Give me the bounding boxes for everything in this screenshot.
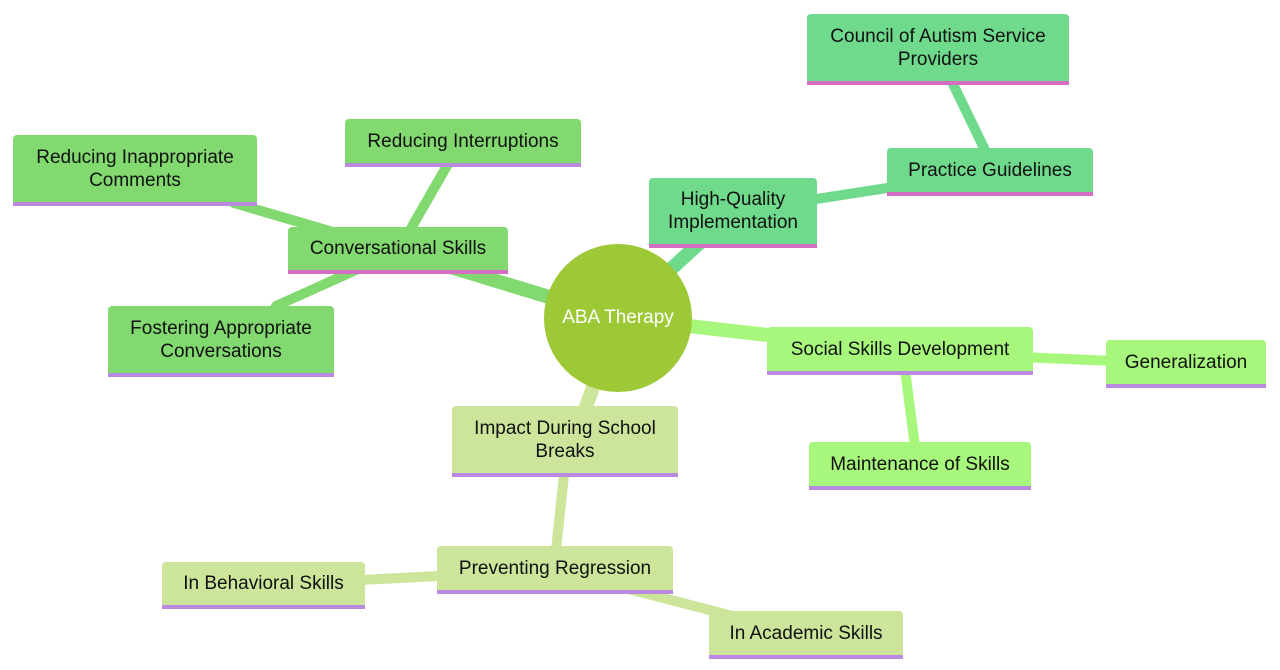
node-fostering-appropriate-conversations: Fostering Appropriate Conversations: [108, 306, 334, 377]
node-council-autism-service-providers: Council of Autism Service Providers: [807, 14, 1069, 85]
node-preventing-regression: Preventing Regression: [437, 546, 673, 594]
node-reducing-inappropriate-comments: Reducing Inappropriate Comments: [13, 135, 257, 206]
node-conversational-skills: Conversational Skills: [288, 227, 508, 274]
node-reducing-interruptions: Reducing Interruptions: [345, 119, 581, 167]
node-practice-guidelines: Practice Guidelines: [887, 148, 1093, 196]
node-social-skills-development: Social Skills Development: [767, 327, 1033, 375]
node-impact-during-school-breaks: Impact During School Breaks: [452, 406, 678, 477]
node-in-academic-skills: In Academic Skills: [709, 611, 903, 659]
node-generalization: Generalization: [1106, 340, 1266, 388]
edge-guidelines-council: [947, 77, 990, 155]
node-high-quality-implementation: High-Quality Implementation: [649, 178, 817, 248]
root-node: ABA Therapy: [544, 244, 692, 392]
node-in-behavioral-skills: In Behavioral Skills: [162, 562, 365, 609]
node-maintenance-of-skills: Maintenance of Skills: [809, 442, 1031, 490]
edge-impact-regression: [551, 470, 569, 555]
edge-social-maintenance: [900, 365, 920, 451]
